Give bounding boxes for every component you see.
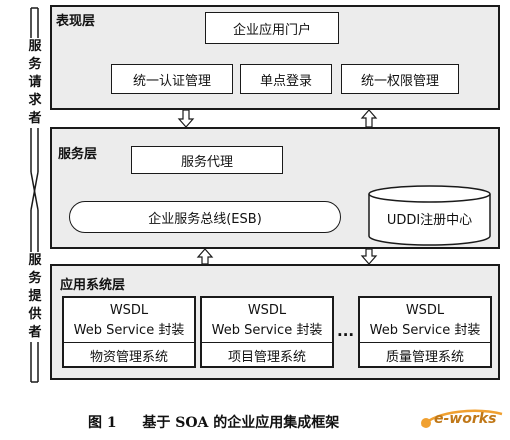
web-service-wrapper-label: Web Service 封装 xyxy=(73,322,185,338)
system-card-projects: WSDL Web Service 封装 项目管理系统 xyxy=(200,296,334,368)
esb-node: 企业服务总线(ESB) xyxy=(69,201,341,233)
uddi-registry-label: UDDI注册中心 xyxy=(386,212,473,228)
arrow-down-icon xyxy=(177,109,195,128)
arrow-down-icon xyxy=(360,248,378,265)
single-sign-on-node: 单点登录 xyxy=(240,64,332,94)
service-layer-title: 服务层 xyxy=(58,147,98,162)
side-label-requester: 服务请求者 xyxy=(24,38,46,128)
service-proxy-node: 服务代理 xyxy=(131,146,283,174)
wsdl-label: WSDL xyxy=(109,302,149,318)
figure-number: 图 1 xyxy=(88,415,117,431)
e-works-logo-text: e-works xyxy=(434,411,497,427)
arrow-up-icon xyxy=(360,109,378,128)
unified-permission-node: 统一权限管理 xyxy=(341,64,459,94)
e-works-logo: e-works xyxy=(418,406,506,432)
e-works-logo-mark xyxy=(421,409,503,428)
uddi-registry-node: UDDI注册中心 xyxy=(367,184,492,247)
system-card-quality: WSDL Web Service 封装 质量管理系统 xyxy=(358,296,492,368)
web-service-wrapper-label: Web Service 封装 xyxy=(211,322,323,338)
application-layer-title: 应用系统层 xyxy=(60,278,126,293)
system-name-label: 项目管理系统 xyxy=(202,342,332,367)
wsdl-label: WSDL xyxy=(405,302,445,318)
wsdl-label: WSDL xyxy=(247,302,287,318)
arrow-up-icon xyxy=(196,248,214,265)
portal-node: 企业应用门户 xyxy=(205,12,339,44)
web-service-wrapper-label: Web Service 封装 xyxy=(369,322,481,338)
database-cylinder-icon xyxy=(368,185,491,246)
presentation-layer-title: 表现层 xyxy=(56,14,96,29)
system-name-label: 质量管理系统 xyxy=(360,342,490,367)
figure-title: 基于 SOA 的企业应用集成框架 xyxy=(142,415,340,431)
system-name-label: 物资管理系统 xyxy=(64,342,194,367)
unified-auth-node: 统一认证管理 xyxy=(111,64,233,94)
figure-caption: 图 1 基于 SOA 的企业应用集成框架 xyxy=(88,412,339,432)
more-systems-ellipsis: ... xyxy=(337,322,355,340)
side-label-provider: 服务提供者 xyxy=(24,252,46,342)
system-card-materials: WSDL Web Service 封装 物资管理系统 xyxy=(62,296,196,368)
